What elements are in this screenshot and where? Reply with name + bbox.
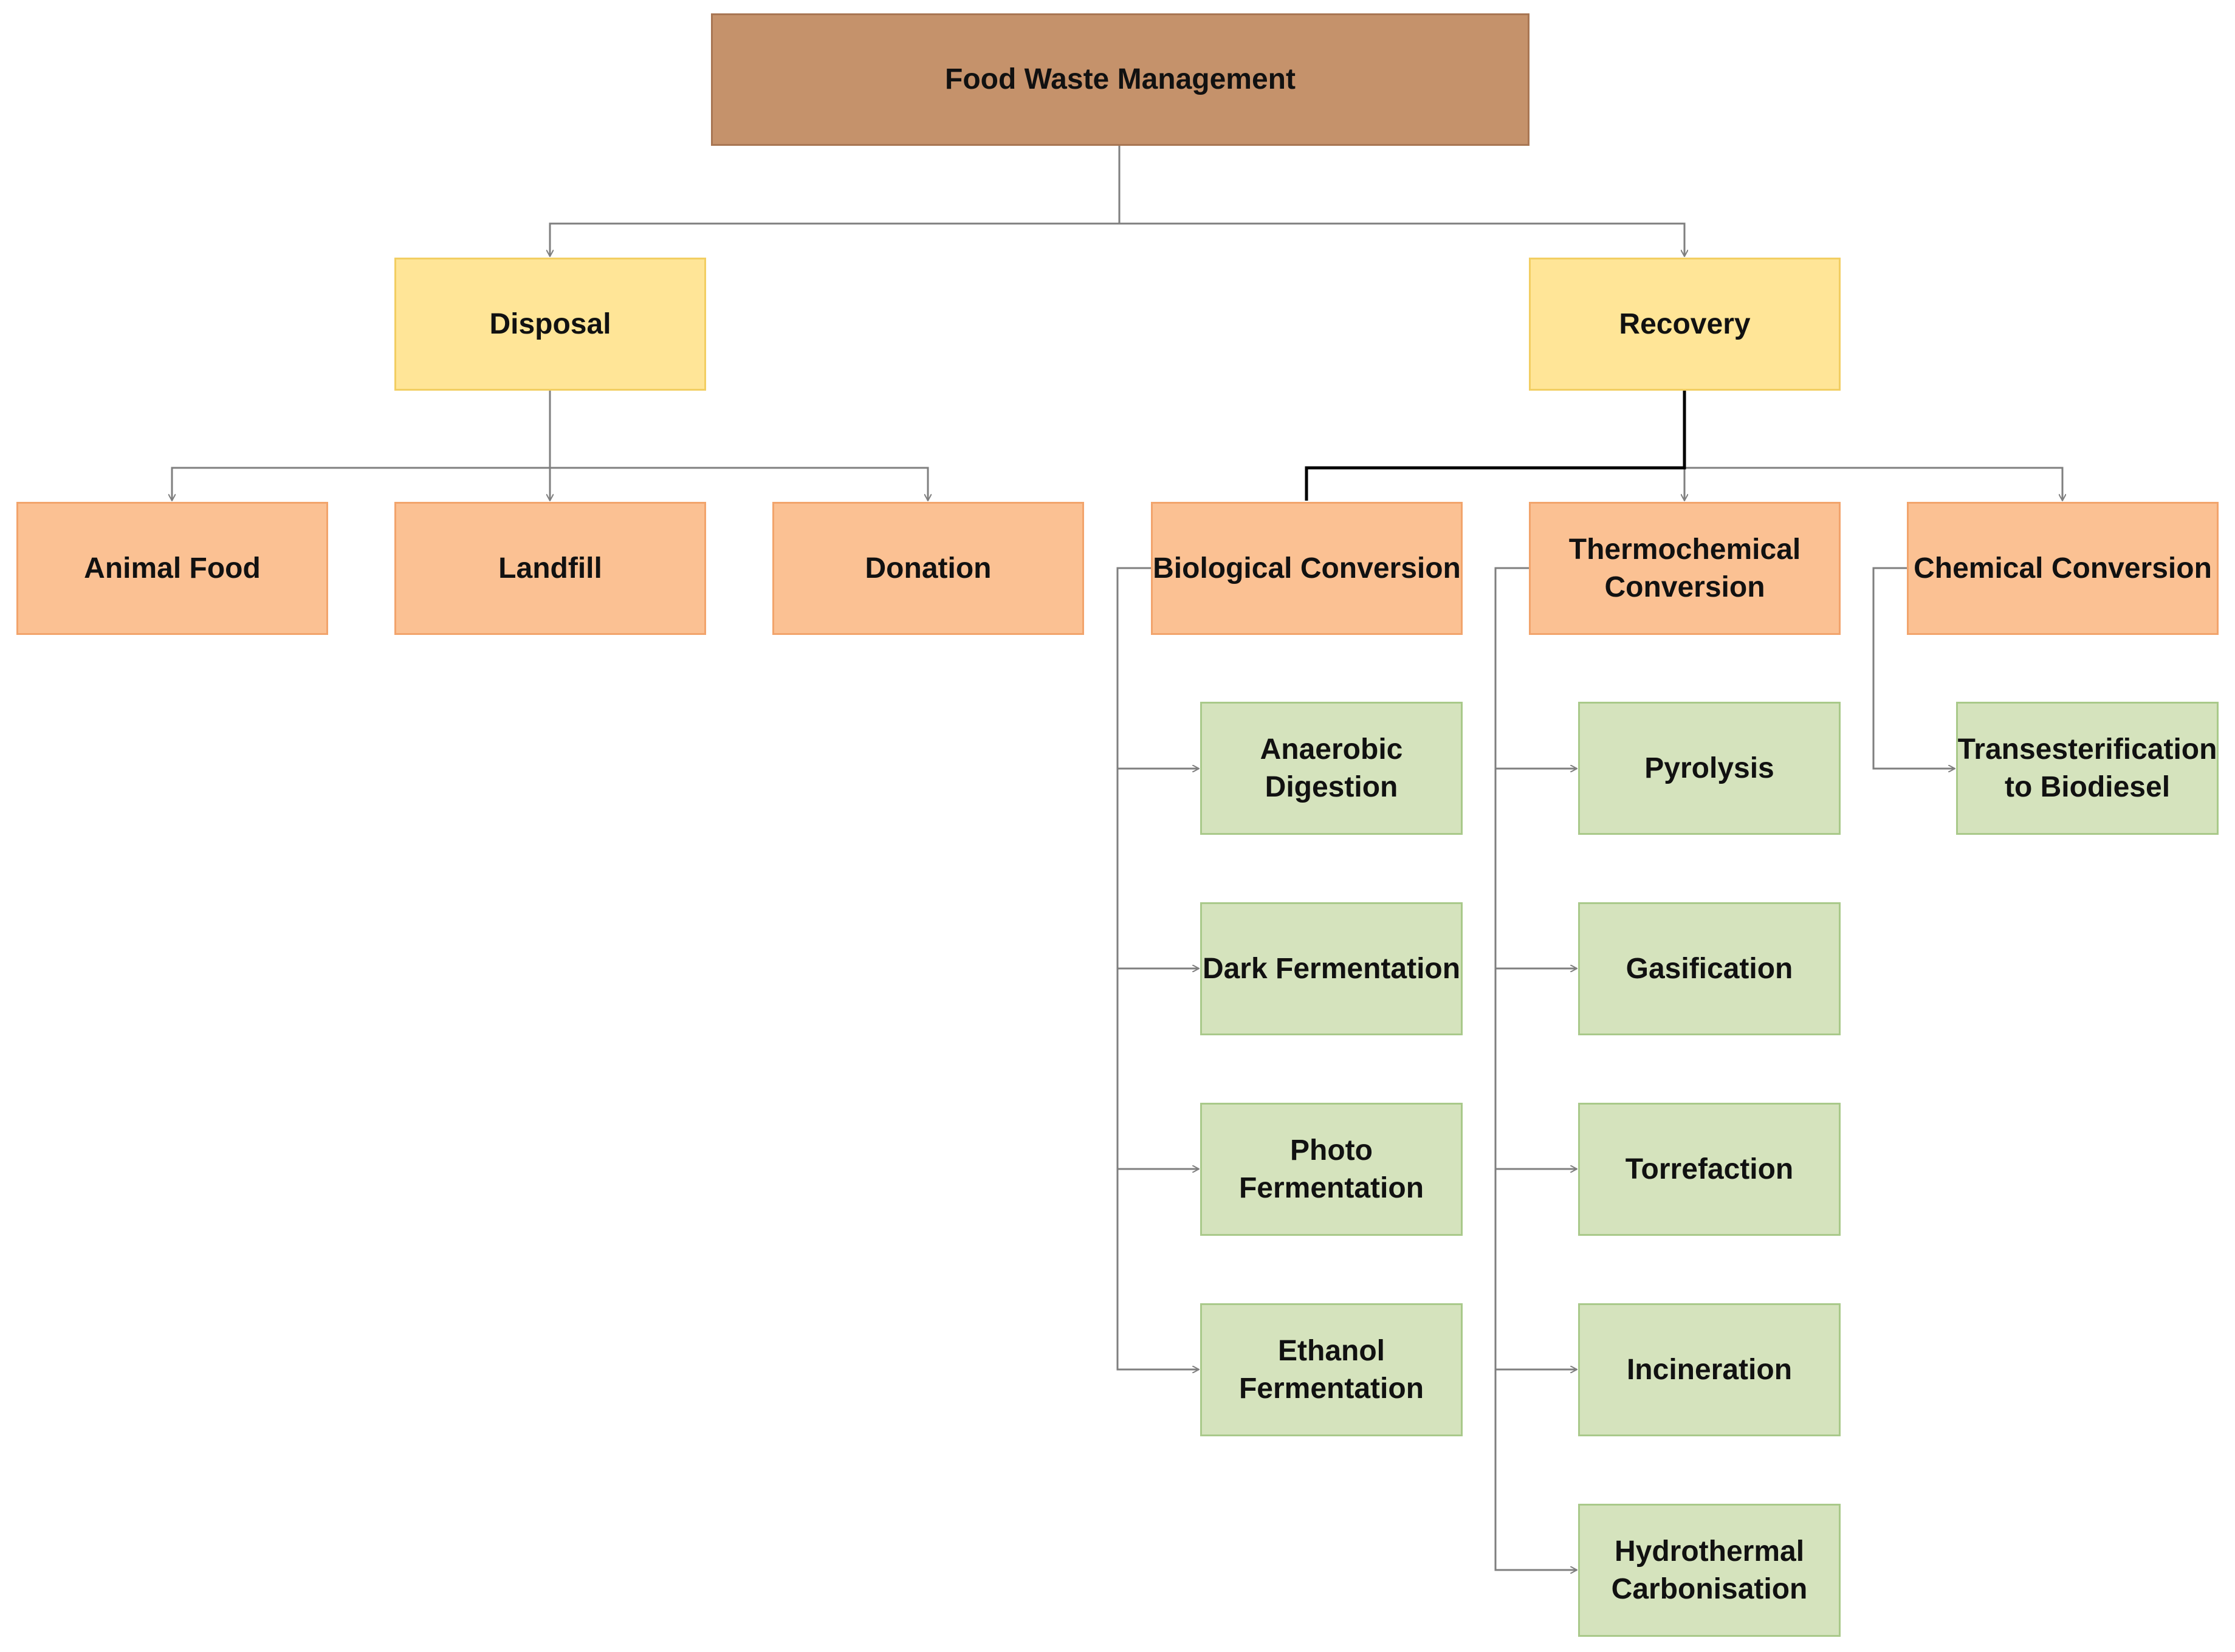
connector-biological-photo bbox=[1116, 968, 1199, 1169]
node-anaerobic-digestion: Anaerobic Digestion bbox=[1200, 702, 1463, 835]
node-pyrolysis: Pyrolysis bbox=[1578, 702, 1841, 835]
node-donation: Donation bbox=[772, 502, 1084, 635]
node-gasification: Gasification bbox=[1578, 902, 1841, 1035]
node-torrefaction: Torrefaction bbox=[1578, 1103, 1841, 1236]
connector-biological-anaerobic bbox=[1116, 567, 1199, 769]
connector-disposal-donation bbox=[550, 467, 928, 501]
node-dark-fermentation: Dark Fermentation bbox=[1200, 902, 1463, 1035]
node-chemical-conversion: Chemical Conversion bbox=[1907, 502, 2219, 635]
connector-root-recovery bbox=[1119, 222, 1684, 256]
node-recovery: Recovery bbox=[1529, 258, 1841, 391]
connector-biological-dark bbox=[1116, 769, 1199, 968]
node-food-waste-management: Food Waste Management bbox=[711, 13, 1529, 146]
node-thermochemical-conversion: Thermochemical Conversion bbox=[1529, 502, 1841, 635]
connector-biological-ethanol bbox=[1116, 1169, 1199, 1369]
node-disposal: Disposal bbox=[394, 258, 706, 391]
node-transesterification-to-biodiesel: Transesterification to Biodiesel bbox=[1956, 702, 2219, 835]
node-ethanol-fermentation: Ethanol Fermentation bbox=[1200, 1303, 1463, 1436]
connector-chemical-transesterification bbox=[1872, 567, 1955, 769]
node-incineration: Incineration bbox=[1578, 1303, 1841, 1436]
node-animal-food: Animal Food bbox=[16, 502, 328, 635]
node-biological-conversion: Biological Conversion bbox=[1151, 502, 1463, 635]
connector-thermo-torrefaction bbox=[1494, 968, 1577, 1169]
node-hydrothermal-carbonisation: Hydrothermal Carbonisation bbox=[1578, 1504, 1841, 1637]
connector-recovery-chemical bbox=[1684, 467, 2062, 501]
node-landfill: Landfill bbox=[394, 502, 706, 635]
node-photo-fermentation: Photo Fermentation bbox=[1200, 1103, 1463, 1236]
connector-thermo-pyrolysis bbox=[1494, 567, 1577, 769]
connector-disposal-animal-food bbox=[172, 391, 551, 501]
connector-thermo-gasification bbox=[1494, 769, 1577, 968]
connector-thermo-incineration bbox=[1494, 1169, 1577, 1369]
connector-thermo-hydrothermal bbox=[1494, 1369, 1577, 1570]
connector-recovery-biological bbox=[1305, 391, 1686, 501]
connector-root-disposal bbox=[550, 146, 1121, 256]
